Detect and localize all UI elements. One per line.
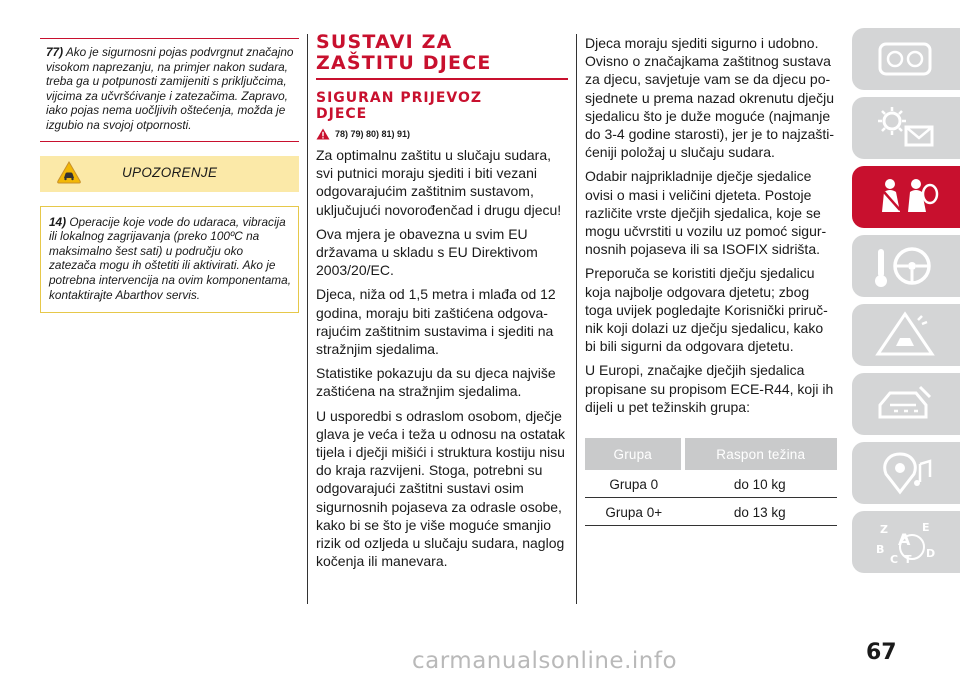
watermark: carmanualsonline.info: [412, 648, 678, 674]
table-cell: do 13 kg: [682, 497, 837, 527]
index-letter: Z: [880, 523, 888, 536]
weight-groups-table: Grupa Raspon težina Grupa 0 do 10 kg Gru…: [585, 438, 837, 527]
index-letters-icon: Z E A B C T D: [876, 521, 935, 566]
paragraph: Za optimalnu zaštitu u slučaju sudara, s…: [316, 147, 562, 218]
section-heading-line2: ZAŠTITU DJECE: [316, 52, 492, 74]
chapter-tabs: Z E A B C T D: [852, 28, 960, 580]
maintenance-icon: [878, 385, 932, 419]
index-letter: T: [904, 553, 912, 566]
heading-rule: [316, 78, 568, 80]
note-box: 77) Ako je sigurnosni pojas podvrgnut zn…: [40, 38, 299, 142]
index-letter: E: [922, 521, 930, 534]
left-column: 77) Ako je sigurnosni pojas podvrgnut zn…: [40, 38, 299, 314]
note-text: Ako je sigurnosni pojas podvrgnut značaj…: [46, 45, 294, 132]
warning-banner: UPOZORENJE: [40, 155, 299, 192]
subsection-heading-line2: DJECE: [316, 106, 368, 122]
page-number: 67: [866, 640, 897, 665]
tab-dashboard[interactable]: [852, 28, 960, 90]
column-divider: [576, 34, 577, 604]
warning-car-icon: [57, 160, 81, 184]
tab-maintenance[interactable]: [852, 373, 960, 435]
dashboard-icon: [878, 42, 932, 76]
table-header: Raspon težina: [680, 438, 837, 471]
table-cell: do 10 kg: [682, 470, 837, 499]
note-number: 77): [46, 45, 64, 59]
table-header: Grupa: [585, 438, 683, 471]
multimedia-icon: [883, 452, 932, 495]
section-heading-line1: SUSTAVI ZA: [316, 31, 453, 53]
paragraph: Statistike pokazuju da su djeca najviše …: [316, 365, 556, 400]
tab-safety[interactable]: [852, 166, 960, 228]
paragraph: Odabir najprikladnije dječje sjedalice o…: [585, 168, 827, 258]
tab-index[interactable]: Z E A B C T D: [852, 511, 960, 573]
tab-multimedia[interactable]: [852, 442, 960, 504]
column-divider: [307, 34, 308, 604]
table-row: Grupa 0+ do 13 kg: [585, 497, 837, 527]
warning-number: 14): [49, 214, 67, 229]
seat-belt-airbag-icon: [882, 179, 939, 212]
middle-column: SUSTAVI ZA ZAŠTITU DJECE SIGURAN PRIJEVO…: [316, 32, 568, 576]
warning-title: UPOZORENJE: [122, 164, 218, 180]
table-row: Grupa 0 do 10 kg: [585, 470, 837, 499]
reference-numbers: 78) 79) 80) 81) 91): [335, 129, 411, 139]
paragraph: Djeca, niža od 1,5 metra i mlađa od 12 g…: [316, 286, 556, 358]
index-letter: B: [876, 543, 884, 556]
subsection-heading: SIGURAN PRIJEVOZ DJECE: [316, 90, 568, 122]
warning-text: Operacije koje vode do udaraca, vibracij…: [49, 214, 291, 302]
tab-starting-driving[interactable]: [852, 235, 960, 297]
warning-lights-icon: [878, 107, 934, 147]
subsection-heading-line1: SIGURAN PRIJEVOZ: [316, 90, 483, 106]
table-header-row: Grupa Raspon težina: [585, 438, 837, 471]
warning-body: 14) Operacije koje vode do udaraca, vibr…: [40, 205, 299, 314]
tab-emergency[interactable]: [852, 304, 960, 366]
key-steering-wheel-icon: [875, 247, 931, 287]
paragraph: Djeca moraju sjediti sigurno i udobno. O…: [585, 35, 835, 161]
tab-warning-lights[interactable]: [852, 97, 960, 159]
section-heading: SUSTAVI ZA ZAŠTITU DJECE: [316, 32, 568, 74]
paragraph: Ova mjera je obavezna u svim EU državama…: [316, 225, 538, 279]
reference-marks: 78) 79) 80) 81) 91): [316, 128, 568, 140]
table-cell: Grupa 0+: [585, 497, 683, 527]
warning-triangle-icon: [316, 128, 330, 140]
paragraph: U Europi, značajke dječjih sjedalica pro…: [585, 362, 834, 415]
index-letter: D: [926, 547, 935, 560]
roadside-warning-icon: [875, 311, 935, 356]
paragraph: U usporedbi s odraslom osobom, dječje gl…: [316, 407, 566, 570]
index-letter: C: [890, 553, 898, 566]
table-cell: Grupa 0: [585, 470, 683, 499]
paragraph: Preporuča se koristiti dječju sjedalicu …: [585, 265, 828, 355]
right-column: Djeca moraju sjediti sigurno i udobno. O…: [585, 34, 837, 527]
